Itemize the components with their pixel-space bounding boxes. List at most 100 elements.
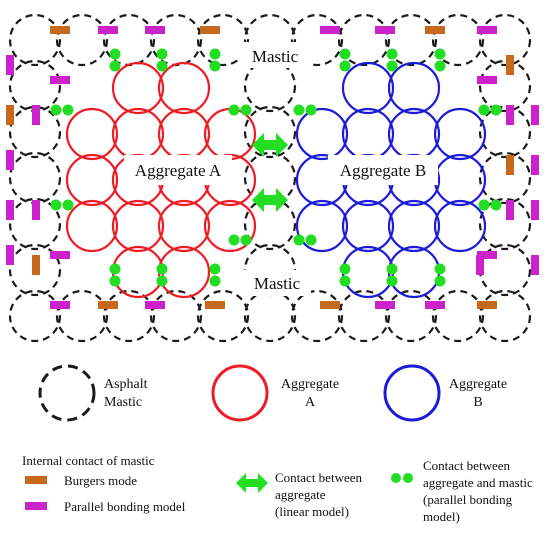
aggregate-a-particle-circle bbox=[65, 153, 119, 207]
aggregate-mastic-contact-dot bbox=[478, 199, 490, 211]
aggregate-b-particle-circle bbox=[433, 107, 487, 161]
legend-contact-mastic-line4: model) bbox=[423, 509, 460, 524]
parallel-contact-marker bbox=[375, 301, 395, 309]
legend-aggregate-a-line1: Aggregate bbox=[281, 377, 339, 392]
aggregate-b-particle-circle bbox=[295, 199, 349, 253]
parallel-contact-marker bbox=[476, 255, 484, 275]
aggregate-mastic-contact-dot bbox=[209, 48, 221, 60]
mastic-particle-circle bbox=[243, 105, 297, 159]
parallel-contact-marker bbox=[531, 200, 539, 220]
aggregate-mastic-contact-dot bbox=[305, 104, 317, 116]
aggregate-mastic-contact-dot bbox=[339, 263, 351, 275]
aggregate-mastic-contact-dot bbox=[209, 60, 221, 72]
aggregate-a-particle-circle bbox=[111, 199, 165, 253]
mastic-particle-circle bbox=[478, 197, 532, 251]
mastic-particle-circle bbox=[8, 13, 62, 67]
aggregate-mastic-contact-dot bbox=[62, 199, 74, 211]
aggregate-mastic-contact-dot bbox=[156, 275, 168, 287]
parallel-contact-marker bbox=[145, 301, 165, 309]
parallel-contact-marker bbox=[6, 245, 14, 265]
parallel-contact-marker bbox=[98, 26, 118, 34]
legend-contact-mastic-line2: aggregate and mastic bbox=[423, 475, 533, 490]
aggregate-mastic-contact-dot bbox=[62, 104, 74, 116]
legend-aggregate-b-line2: B bbox=[473, 395, 482, 410]
parallel-contact-marker bbox=[531, 155, 539, 175]
parallel-contact-marker bbox=[32, 105, 40, 125]
aggregate-mastic-contact-dot bbox=[156, 48, 168, 60]
parallel-contact-marker bbox=[320, 26, 340, 34]
aggregate-mastic-contact-dot bbox=[209, 275, 221, 287]
burgers-contact-marker bbox=[50, 26, 70, 34]
aggregate-mastic-contact-dot bbox=[293, 234, 305, 246]
aggregate-mastic-contact-dot bbox=[109, 263, 121, 275]
burgers-contact-marker bbox=[32, 255, 40, 275]
mastic-particle-circle bbox=[478, 289, 532, 343]
aggregate-mastic-contact-dot bbox=[339, 275, 351, 287]
legend-aggregate-a-line2: A bbox=[305, 395, 316, 410]
burgers-contact-marker bbox=[477, 301, 497, 309]
contact-markers bbox=[6, 26, 539, 309]
aggregate-mastic-contact-dot bbox=[386, 48, 398, 60]
parallel-contact-marker bbox=[531, 105, 539, 125]
mastic-particle-circle bbox=[8, 151, 62, 205]
legend-aggregate-b-swatch bbox=[383, 364, 441, 422]
mastic-particle-circle bbox=[243, 197, 297, 251]
burgers-contact-marker bbox=[6, 105, 14, 125]
mastic-particle-circle bbox=[337, 13, 391, 67]
mastic-particle-circle bbox=[478, 13, 532, 67]
parallel-contact-marker bbox=[6, 200, 14, 220]
parallel-contact-marker bbox=[50, 76, 70, 84]
aggregate-a-particle-circle bbox=[111, 107, 165, 161]
aggregate-mastic-contact-dot bbox=[109, 275, 121, 287]
legend-parallel-swatch bbox=[25, 502, 47, 510]
burgers-contact-marker bbox=[506, 155, 514, 175]
aggregate-mastic-contact-dot bbox=[339, 48, 351, 60]
mastic-particle-circle bbox=[478, 151, 532, 205]
aggregate-a-particle-circle bbox=[157, 107, 211, 161]
burgers-contact-marker bbox=[98, 301, 118, 309]
legend-contact-aggregate-line3: (linear model) bbox=[275, 504, 349, 519]
aggregate-b-particle-circle bbox=[295, 107, 349, 161]
burgers-contact-marker bbox=[200, 26, 220, 34]
aggregate-mastic-contact-dot bbox=[478, 104, 490, 116]
mastic-particle-circle bbox=[290, 289, 344, 343]
legend-aggregate-a: Aggregate A bbox=[211, 364, 339, 422]
mastic-particle-circle bbox=[8, 59, 62, 113]
parallel-contact-marker bbox=[32, 200, 40, 220]
aggregate-b-particle-circle bbox=[387, 107, 441, 161]
mastic-particle-circle bbox=[8, 243, 62, 297]
aggregate-b-particle-circle bbox=[433, 153, 487, 207]
aggregate-mastic-contact-dot bbox=[386, 263, 398, 275]
aggregate-mastic-contact-dot bbox=[240, 104, 252, 116]
aggregate-a-particle-circle bbox=[65, 107, 119, 161]
legend-mastic-swatch bbox=[38, 364, 96, 422]
aggregate-b-particle-circle bbox=[387, 199, 441, 253]
legend-contact-aggregate-mastic: Contact between aggregate and mastic (pa… bbox=[391, 458, 533, 524]
aggregate-mastic-contact-dot bbox=[156, 263, 168, 275]
legend-dot-swatch-1 bbox=[391, 473, 401, 483]
mastic-particle-circle bbox=[196, 289, 250, 343]
parallel-contact-marker bbox=[506, 200, 514, 220]
legend-aggregate-b-line1: Aggregate bbox=[449, 377, 507, 392]
parallel-contact-marker bbox=[477, 26, 497, 34]
aggregate-mastic-contact-dot bbox=[434, 263, 446, 275]
mastic-particle-circle bbox=[337, 289, 391, 343]
legend-internal-contact-title: Internal contact of mastic bbox=[22, 453, 155, 468]
aggregate-a-particle-circle bbox=[203, 199, 257, 253]
aggregate-b-label-bg bbox=[328, 155, 438, 185]
legend-mastic-line1: Asphalt bbox=[104, 377, 148, 392]
aggregate-mastic-contact-dot bbox=[240, 234, 252, 246]
parallel-contact-marker bbox=[531, 255, 539, 275]
mastic-particle-circle bbox=[243, 289, 297, 343]
mastic-top-label: Mastic bbox=[252, 47, 299, 66]
legend-parallel-label: Parallel bonding model bbox=[64, 499, 186, 514]
parallel-contact-marker bbox=[506, 105, 514, 125]
parallel-contact-marker bbox=[375, 26, 395, 34]
aggregate-mastic-contact-dot bbox=[305, 234, 317, 246]
legend-contact-mastic-line3: (parallel bonding bbox=[423, 492, 513, 507]
aggregate-mastic-contact-dot bbox=[434, 48, 446, 60]
aggregate-mastic-contact-dot bbox=[386, 60, 398, 72]
parallel-contact-marker bbox=[50, 301, 70, 309]
aggregate-contact-arrow bbox=[252, 188, 288, 212]
